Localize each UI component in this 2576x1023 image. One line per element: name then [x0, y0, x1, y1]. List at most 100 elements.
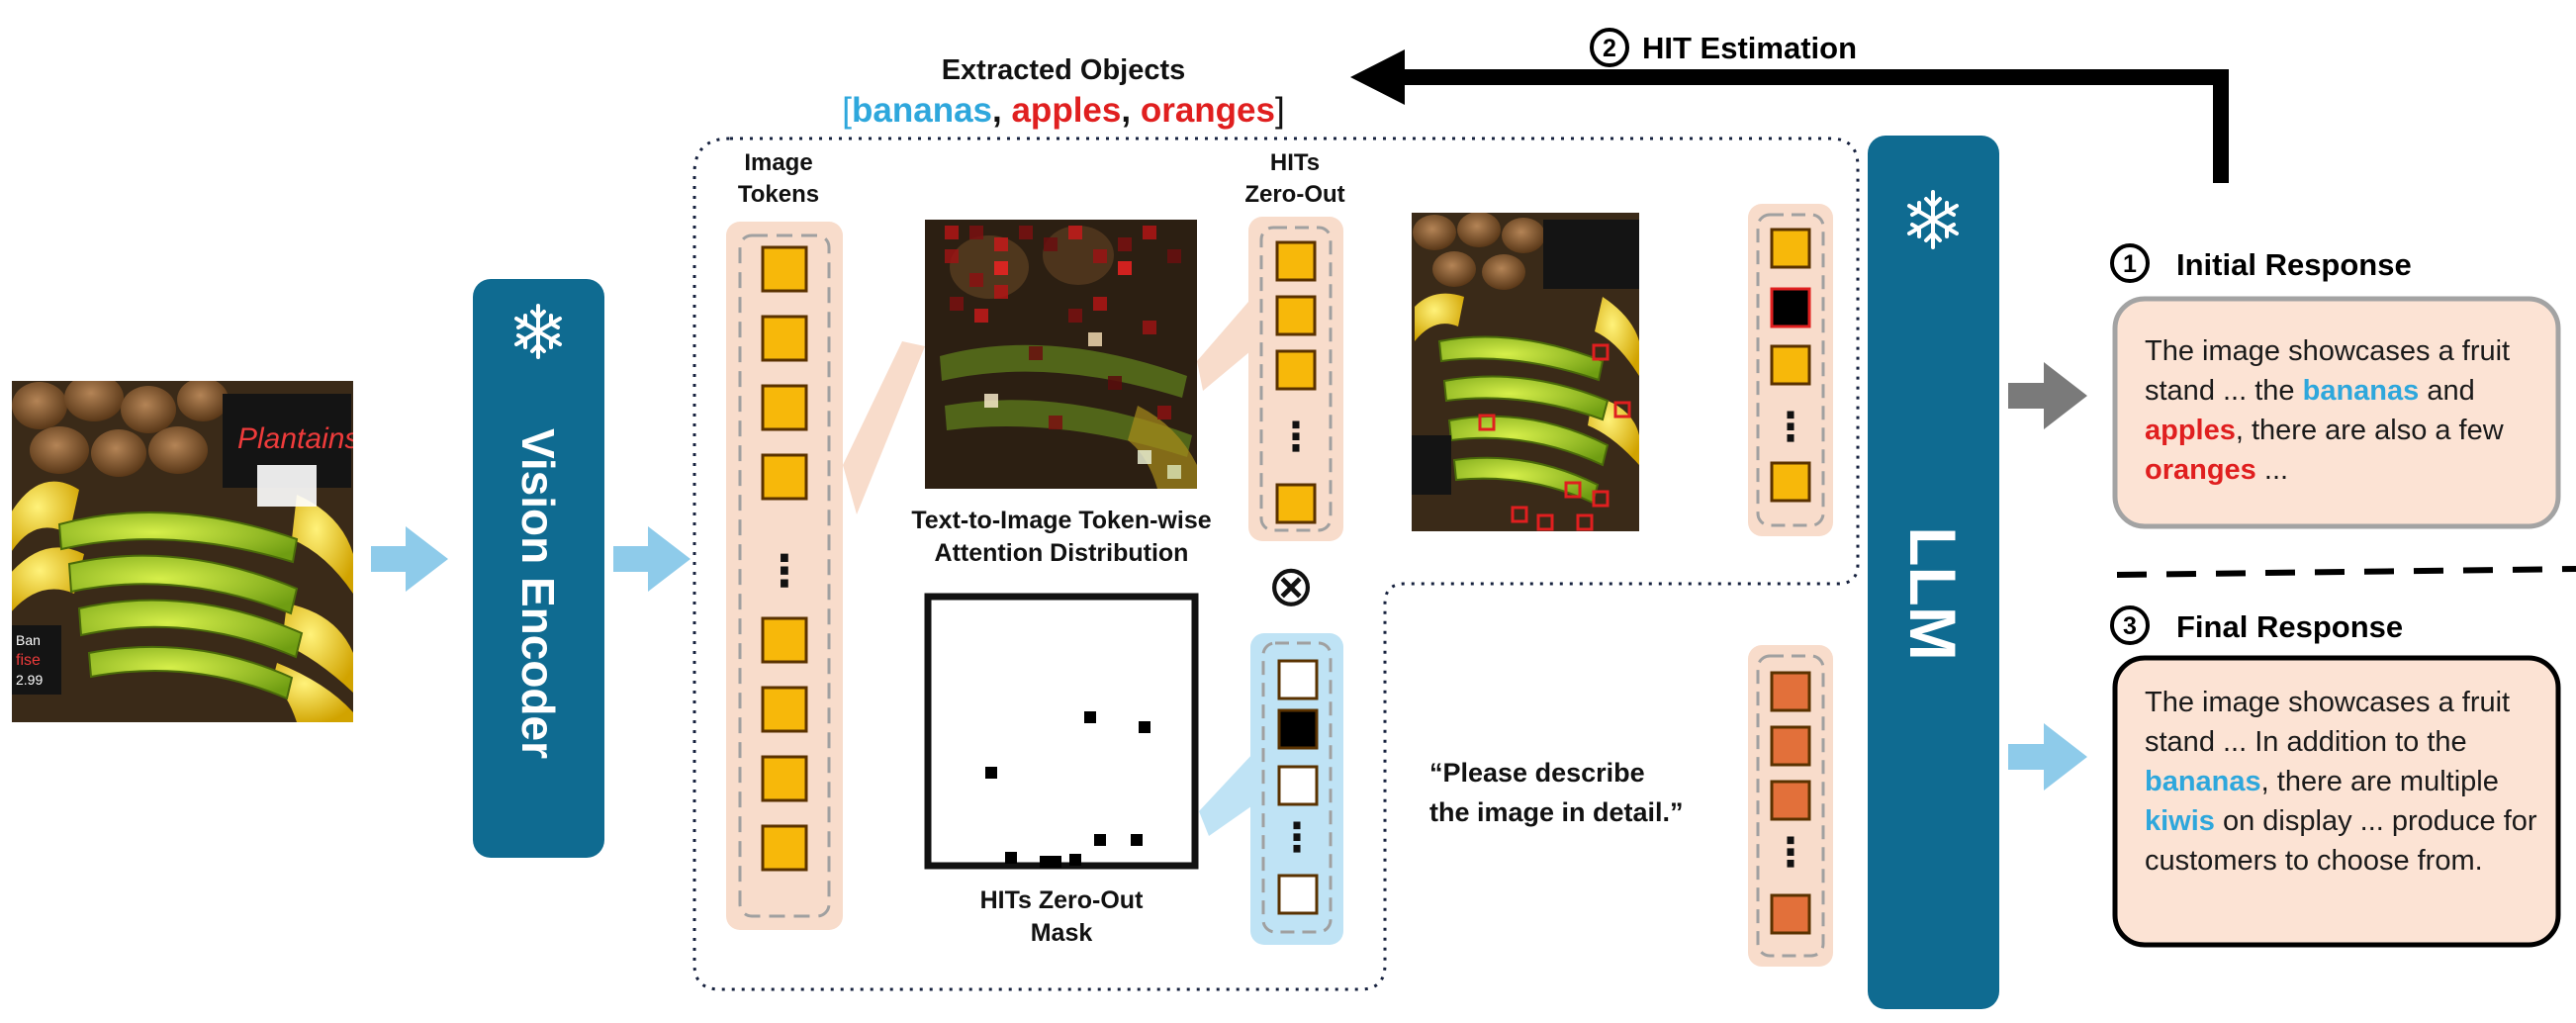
hit-estimation-arrowhead	[1350, 49, 1405, 105]
callout-mask-to-vector	[1199, 752, 1258, 836]
image-token	[761, 453, 808, 501]
attention-cell	[1167, 465, 1181, 479]
attention-cell	[984, 394, 998, 408]
yellow-bananas-left	[12, 481, 84, 611]
text-tokens	[1770, 671, 1811, 935]
hit-estimation-arrow	[1405, 69, 2229, 183]
attention-cell	[1138, 450, 1151, 464]
attention-cell	[969, 226, 983, 239]
text-token	[1770, 893, 1811, 935]
step-2-number: 2	[1603, 35, 1616, 62]
filtered-token	[1770, 287, 1811, 328]
attention-cell	[1088, 332, 1102, 346]
attention-caption-2: Attention Distribution	[935, 539, 1189, 567]
step-3-number: 3	[2123, 612, 2137, 640]
initial-response-text: The image showcases a fruit stand ... th…	[2145, 331, 2540, 490]
attention-cell	[1157, 406, 1171, 419]
price-tag	[257, 465, 317, 507]
response-text-segment: , there are multiple	[2260, 766, 2499, 797]
attention-cell	[950, 297, 964, 311]
image-tokens-label-2: Tokens	[738, 181, 819, 208]
hit-estimation-region	[692, 137, 1860, 991]
extracted-objects-title: Extracted Objects	[942, 54, 1186, 86]
attention-cell	[1143, 321, 1156, 334]
hit-token	[1275, 483, 1317, 524]
callout-attention-to-hits	[1197, 302, 1256, 391]
image-token-list	[761, 245, 808, 872]
hits-zero-out-label-1: HITs	[1270, 149, 1320, 176]
mask-caption-1: HITs Zero-Out	[980, 886, 1144, 914]
filtered-token	[1770, 461, 1811, 503]
attention-cell	[1167, 249, 1181, 263]
arrow-to-final-response	[2008, 723, 2087, 790]
arrow-photo-to-encoder	[371, 526, 448, 592]
kiwi-pile	[12, 381, 229, 477]
llm-label: LLM	[1896, 526, 1970, 661]
mask-vector-token	[1277, 708, 1319, 750]
response-text-segment: kiwis	[2145, 805, 2215, 837]
zero-out-mask	[924, 593, 1199, 870]
mask-dot	[1069, 854, 1081, 866]
filtered-token	[1770, 228, 1811, 269]
attention-cell	[1044, 237, 1058, 251]
filtered-tokens	[1770, 228, 1811, 503]
mask-caption-2: Mask	[1031, 919, 1093, 947]
attention-cell	[994, 285, 1008, 299]
image-token	[761, 315, 808, 362]
highlighted-photo	[1412, 213, 1639, 531]
hits-zero-out-label-2: Zero-Out	[1244, 181, 1344, 208]
image-tokens-label-1: Image	[744, 149, 812, 176]
mask-vector-tokens	[1277, 659, 1319, 915]
snowflake-icon	[514, 304, 562, 359]
attention-heat-cells	[945, 226, 1181, 479]
filtered-token	[1770, 344, 1811, 386]
attention-cell	[1068, 309, 1082, 323]
prompt-line-1: “Please describe	[1429, 758, 1645, 788]
step-2-badge	[1590, 28, 1629, 67]
callout-to-attention-map	[843, 341, 925, 514]
attention-cell	[1029, 346, 1043, 360]
input-photo: Plantains Ban fise 2.99	[12, 381, 353, 722]
hit-estimation-label: HIT Estimation	[1642, 31, 1857, 65]
mask-dot	[1094, 834, 1106, 846]
prompt-line-2: the image in detail.”	[1429, 797, 1684, 827]
photo-small-text-3: 2.99	[16, 672, 43, 688]
arrow-to-initial-response	[2008, 362, 2087, 429]
image-token	[761, 755, 808, 802]
extracted-objects-list: [bananas, apples, oranges]	[842, 91, 1284, 130]
response-text-segment: bananas	[2145, 766, 2261, 797]
attention-cell	[1049, 416, 1062, 429]
response-text-segment: apples	[2145, 415, 2236, 446]
text-tokens-dashed-frame	[1756, 654, 1825, 958]
text-token	[1770, 780, 1811, 821]
attention-cell	[994, 237, 1008, 251]
hit-token	[1275, 349, 1317, 391]
attention-cell	[945, 249, 959, 263]
elementwise-product-symbol: ⊗	[1267, 554, 1316, 618]
llm-block	[1868, 136, 1999, 1009]
attention-cell	[969, 273, 983, 287]
step-1-badge	[2110, 243, 2150, 283]
image-tokens-ellipsis: ⋮	[763, 547, 806, 596]
mask-dot	[1005, 852, 1017, 864]
mask-dot	[1040, 856, 1052, 868]
arrow-encoder-to-tokens	[613, 526, 690, 592]
hits-zero-out-dashed-frame	[1259, 226, 1333, 532]
attention-cell	[1019, 226, 1033, 239]
final-response-title: Final Response	[2176, 609, 2403, 644]
vision-encoder-block	[473, 279, 604, 858]
mask-vector-token	[1277, 765, 1319, 806]
small-price-sign	[12, 625, 61, 695]
attention-cell	[1093, 297, 1107, 311]
attention-cell	[945, 226, 959, 239]
image-token	[761, 616, 808, 664]
step-1-number: 1	[2123, 250, 2137, 278]
attention-caption-1: Text-to-Image Token-wise	[911, 507, 1211, 534]
snowflake-icon-llm	[1907, 190, 1959, 249]
image-tokens-panel	[726, 222, 843, 930]
mask-dot	[1084, 711, 1096, 723]
response-text-segment: ...	[2255, 454, 2289, 486]
attention-cell	[994, 261, 1008, 275]
text-token	[1770, 725, 1811, 767]
